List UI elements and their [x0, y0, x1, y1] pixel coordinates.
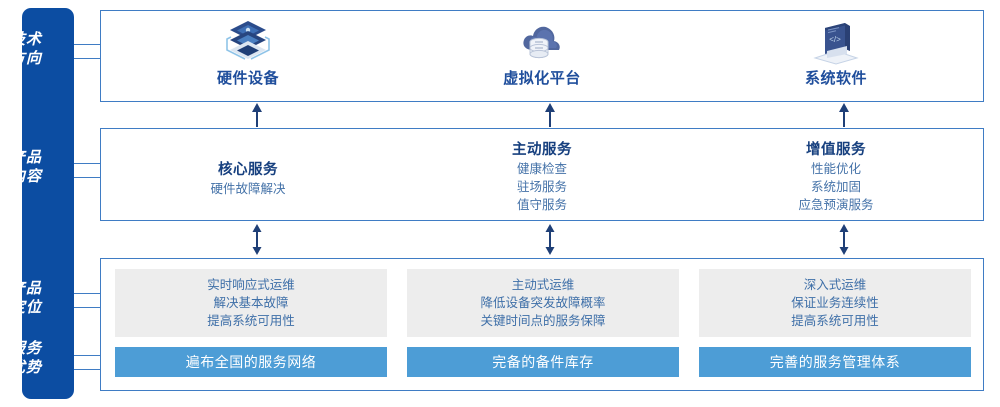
positioning-line: 主动式运维	[511, 278, 575, 292]
arrow-up-down-icon	[249, 224, 265, 255]
product-content-column-value-added[interactable]: 增值服务 性能优化 系统加固 应急预演服务	[689, 129, 983, 222]
advantage-bar[interactable]: 完善的服务管理体系	[699, 347, 971, 377]
arrow-up-down-icon	[836, 224, 852, 255]
positioning-line: 关键时间点的服务保障	[480, 314, 606, 328]
sidebar-item-label-line2: 方向	[9, 50, 42, 67]
server-stack-icon	[223, 16, 273, 68]
arrow-up-down-icon	[542, 224, 558, 255]
sidebar-item-label-line2: 优势	[9, 359, 42, 376]
product-content-column-proactive[interactable]: 主动服务 健康检查 驻场服务 值守服务	[395, 129, 689, 222]
cloud-database-icon	[517, 16, 567, 68]
tech-direction-item-hardware[interactable]: 硬件设备	[101, 11, 395, 103]
product-content-column-core[interactable]: 核心服务 硬件故障解决	[101, 129, 395, 222]
product-content-item: 健康检查	[516, 162, 567, 176]
positioning-line: 降低设备突发故障概率	[480, 296, 606, 310]
category-sidebar	[22, 8, 74, 399]
positioning-card[interactable]: 主动式运维 降低设备突发故障概率 关键时间点的服务保障	[407, 269, 679, 337]
connector-line	[74, 58, 101, 59]
connector-line	[74, 307, 101, 308]
positioning-card[interactable]: 实时响应式运维 解决基本故障 提高系统可用性	[115, 269, 387, 337]
tech-direction-item-system-software[interactable]: </> 系统软件	[689, 11, 983, 103]
arrow-up-icon	[249, 103, 265, 127]
laptop-code-icon: </>	[809, 16, 863, 68]
arrow-up-icon	[542, 103, 558, 127]
positioning-advantage-panel: 实时响应式运维 解决基本故障 提高系统可用性 主动式运维 降低设备突发故障概率 …	[100, 258, 984, 391]
sidebar-item-product-positioning[interactable]: 产品 定位	[0, 279, 52, 317]
positioning-line: 提高系统可用性	[791, 314, 879, 328]
positioning-card[interactable]: 深入式运维 保证业务连续性 提高系统可用性	[699, 269, 971, 337]
connector-line	[74, 293, 101, 294]
tech-direction-label: 硬件设备	[216, 70, 279, 87]
tech-direction-label: 系统软件	[804, 70, 867, 87]
positioning-line: 深入式运维	[803, 278, 867, 292]
connector-line	[74, 355, 101, 356]
product-content-item: 值守服务	[516, 198, 567, 212]
product-content-item: 性能优化	[810, 162, 861, 176]
advantage-bar[interactable]: 完备的备件库存	[407, 347, 679, 377]
positioning-line: 保证业务连续性	[791, 296, 879, 310]
sidebar-item-label-line1: 产品	[9, 280, 42, 297]
sidebar-item-service-advantage[interactable]: 服务 优势	[0, 339, 52, 377]
product-content-title: 增值服务	[806, 142, 866, 158]
product-content-panel: 核心服务 硬件故障解决 主动服务 健康检查 驻场服务 值守服务 增值服务 性能优…	[100, 128, 984, 221]
sidebar-item-label-line2: 定位	[9, 299, 42, 316]
product-content-title: 主动服务	[511, 142, 572, 158]
sidebar-item-label-line2: 内容	[9, 168, 42, 185]
product-content-title: 核心服务	[217, 162, 278, 178]
tech-direction-label: 虚拟化平台	[503, 70, 581, 87]
connector-line	[74, 44, 101, 45]
connector-line	[74, 177, 101, 178]
advantage-bar[interactable]: 遍布全国的服务网络	[115, 347, 387, 377]
product-content-item: 系统加固	[810, 180, 861, 194]
sidebar-item-tech-direction[interactable]: 技术 方向	[0, 30, 52, 68]
sidebar-item-label-line1: 技术	[9, 31, 42, 48]
connector-line	[74, 163, 101, 164]
svg-text:</>: </>	[829, 35, 841, 44]
product-content-item: 驻场服务	[516, 180, 567, 194]
sidebar-item-label-line1: 产品	[9, 149, 42, 166]
positioning-line: 提高系统可用性	[207, 314, 295, 328]
connector-line	[74, 369, 101, 370]
tech-direction-item-virtualization[interactable]: 虚拟化平台	[395, 11, 689, 103]
tech-direction-panel: 硬件设备 虚拟化平台 </>	[100, 10, 984, 102]
positioning-line: 实时响应式运维	[207, 278, 295, 292]
sidebar-item-label-line1: 服务	[9, 340, 42, 357]
product-content-item: 应急预演服务	[798, 198, 874, 212]
product-content-item: 硬件故障解决	[210, 182, 286, 196]
sidebar-item-product-content[interactable]: 产品 内容	[0, 148, 52, 186]
positioning-line: 解决基本故障	[213, 296, 289, 310]
arrow-up-icon	[836, 103, 852, 127]
